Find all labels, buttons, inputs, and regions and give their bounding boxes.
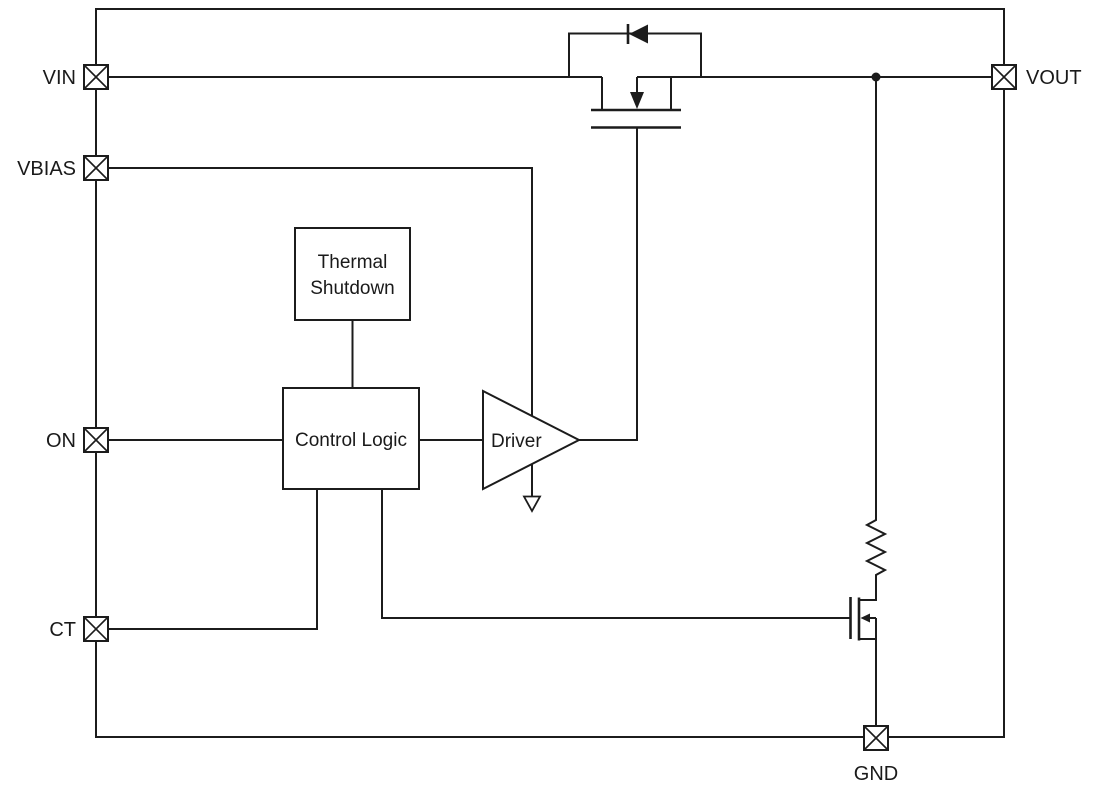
junction-dot: [871, 72, 881, 82]
vout-pin: VOUT: [991, 64, 1082, 90]
ct-pin-x-icon: [83, 616, 109, 642]
vbias-pin-x-icon: [83, 155, 109, 181]
pass-fet-icon: [591, 77, 681, 129]
on-pin-x-icon: [83, 427, 109, 453]
chip-boundary: [95, 8, 1005, 738]
discharge-fet-icon: [849, 597, 876, 641]
gnd-pin-x-icon: [863, 725, 889, 751]
thermal-shutdown-label-line1: Thermal: [318, 252, 388, 273]
gnd-pin: GND: [854, 725, 898, 785]
thermal-shutdown-label-line2: Shutdown: [310, 278, 395, 299]
vbias-pin: VBIAS: [17, 155, 109, 181]
vin-pin-label: VIN: [43, 67, 76, 89]
vin-pin-x-icon: [83, 64, 109, 90]
gate-drive-wire: [579, 127, 638, 441]
on-pin: ON: [46, 427, 109, 453]
vout-discharge-wire: [860, 77, 888, 601]
vout-pin-label: VOUT: [1026, 67, 1082, 89]
vin-pin: VIN: [43, 64, 109, 90]
vout-pin-x-icon: [991, 64, 1017, 90]
diode-icon: [629, 24, 648, 44]
driver-label: Driver: [491, 431, 542, 452]
control-logic-label: Control Logic: [295, 430, 407, 451]
pass-fet-body-arrow-icon: [630, 92, 644, 109]
body-diode-loop-wire: [568, 32, 702, 77]
body-diode: [568, 24, 702, 77]
on-pin-label: ON: [46, 430, 76, 452]
ct-wire: [96, 489, 318, 630]
driver-ground-icon: [522, 495, 542, 513]
vbias-wire: [96, 167, 533, 496]
wires: [96, 76, 1004, 726]
ct-pin-label: CT: [49, 619, 76, 641]
vbias-pin-label: VBIAS: [17, 158, 76, 180]
driver-block: [482, 389, 582, 491]
discharge-gate-wire: [381, 489, 850, 619]
thermal-shutdown-block: [294, 227, 411, 321]
discharge-fet-body-arrow-icon: [860, 613, 870, 623]
control-logic-block: [282, 387, 420, 490]
ct-pin: CT: [49, 616, 109, 642]
gnd-pin-label: GND: [854, 763, 898, 785]
